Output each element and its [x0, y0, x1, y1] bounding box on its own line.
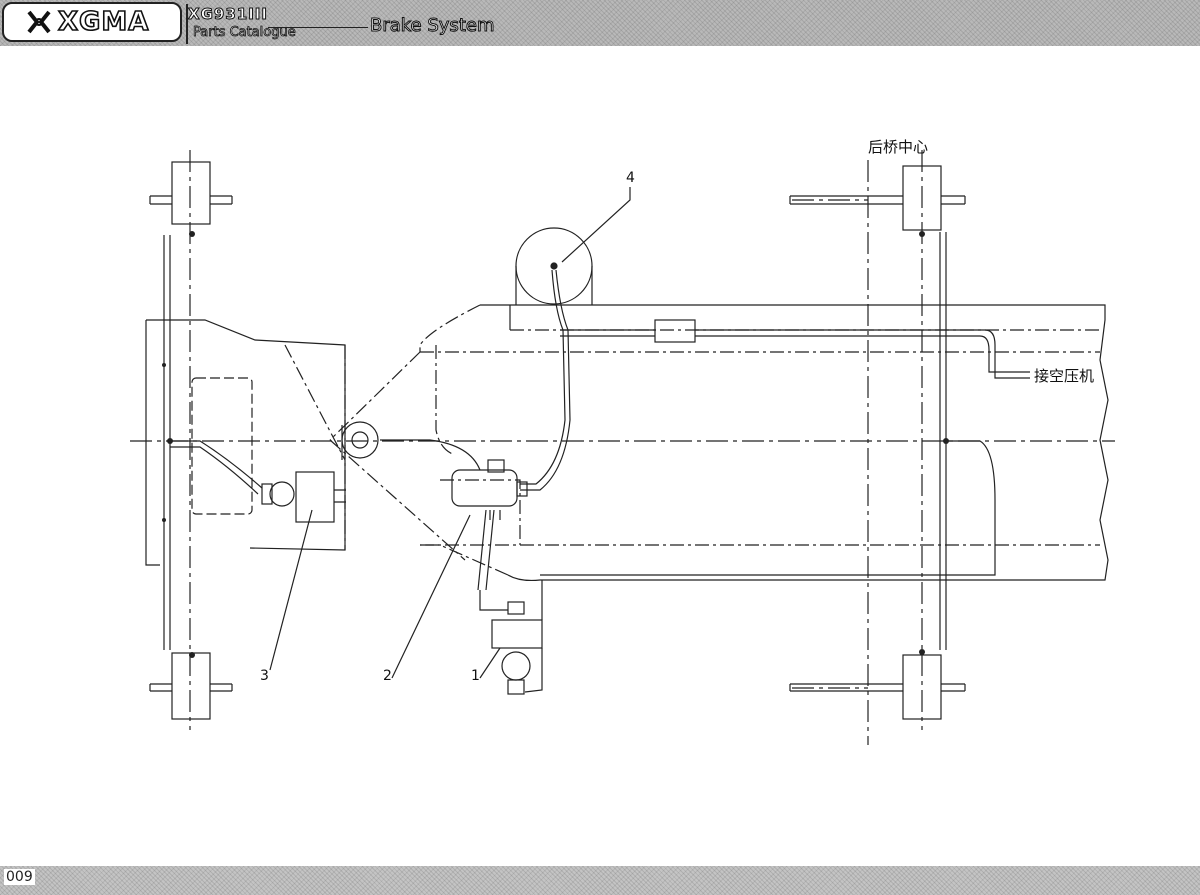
right-axle-wheels: [789, 165, 966, 720]
centerlines: [130, 150, 1115, 745]
footer-band: [0, 866, 1200, 895]
callout-1: 1: [471, 668, 480, 684]
header-rule: [268, 27, 368, 28]
air-line-center: [170, 439, 996, 576]
brand-name: XGMA: [57, 6, 150, 38]
chassis-frame: [419, 304, 1109, 582]
model-text: XG931III: [188, 5, 268, 24]
model-label: XG931III: [188, 4, 268, 24]
brand-logo: XGMA: [2, 2, 182, 42]
page-number-text: 009: [6, 869, 33, 885]
header-band: [0, 0, 1200, 46]
air-line-top: [520, 269, 1030, 491]
brake-valve-2: [451, 459, 528, 520]
callout-leaders: [269, 187, 631, 679]
section-title: Brake System: [369, 15, 495, 37]
rear-axle-center-label: 后桥中心: [868, 138, 929, 156]
fittings: [162, 231, 949, 658]
header-divider: [186, 4, 188, 44]
callout-2: 2: [383, 668, 392, 684]
catalogue-label: Parts Catalogue: [193, 25, 297, 41]
compressor-connection-label: 接空压机: [1034, 367, 1095, 385]
brake-booster-3: [261, 421, 379, 523]
callout-3: 3: [260, 668, 269, 684]
page-number: 009: [4, 869, 35, 885]
construction-lines: [284, 344, 466, 561]
xgma-emblem-icon: [27, 10, 51, 34]
callout-4: 4: [626, 170, 635, 186]
air-tank-4: [515, 227, 593, 305]
air-dryer-1: [477, 509, 543, 695]
